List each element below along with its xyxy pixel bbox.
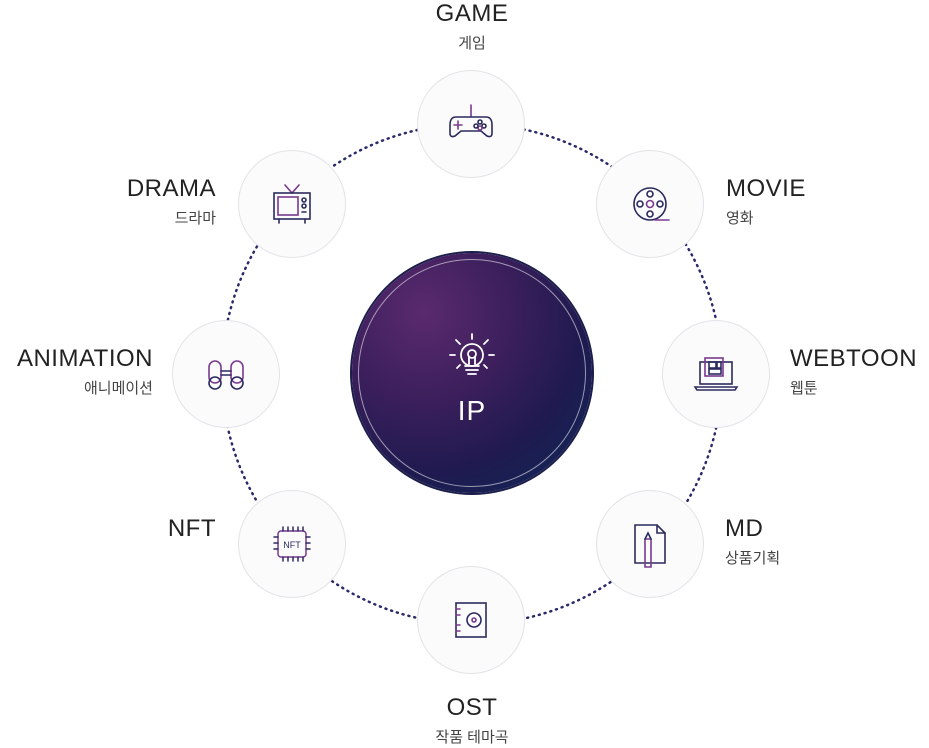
document-pencil-icon [634, 524, 666, 568]
label-webtoon-ko: 웹툰 [790, 380, 818, 397]
label-webtoon: WEBTOON 웹툰 [790, 345, 917, 398]
node-animation[interactable] [172, 320, 280, 428]
lightbulb-icon [449, 333, 495, 375]
label-animation-ko: 애니메이션 [83, 380, 153, 397]
label-animation-en: ANIMATION [16, 345, 153, 372]
label-drama-ko: 드라마 [174, 210, 216, 227]
nft-chip-icon: NFT [273, 526, 311, 562]
node-ost[interactable] [417, 566, 525, 674]
label-game: GAME 게임 [436, 0, 509, 53]
label-game-ko: 게임 [458, 35, 486, 52]
node-movie[interactable] [596, 150, 704, 258]
laptop-comic-icon [693, 357, 739, 391]
label-animation: ANIMATION 애니메이션 [0, 345, 153, 398]
label-md: MD 상품기획 [725, 515, 780, 568]
svg-text:NFT: NFT [283, 540, 301, 550]
label-movie: MOVIE 영화 [726, 175, 806, 228]
core-inner-ring [358, 259, 586, 487]
label-movie-en: MOVIE [726, 175, 806, 202]
label-md-en: MD [725, 515, 764, 542]
label-ost: OST 작품 테마곡 [435, 694, 508, 747]
node-game[interactable] [417, 70, 525, 178]
speaker-icon [455, 602, 487, 638]
label-nft-en: NFT [167, 515, 216, 542]
label-drama: DRAMA 드라마 [100, 175, 216, 228]
node-md[interactable] [596, 490, 704, 598]
label-md-ko: 상품기획 [725, 550, 781, 567]
tv-icon [273, 184, 311, 224]
label-webtoon-en: WEBTOON [790, 345, 918, 372]
label-game-en: GAME [435, 0, 509, 27]
node-webtoon[interactable] [662, 320, 770, 428]
label-nft: NFT [120, 515, 216, 543]
gamepad-icon [449, 104, 493, 138]
label-ost-ko: 작품 테마곡 [435, 729, 509, 746]
film-frames-icon [208, 360, 244, 390]
core-label: IP [457, 395, 487, 426]
node-drama[interactable] [238, 150, 346, 258]
film-reel-icon [633, 187, 670, 221]
label-ost-en: OST [446, 694, 498, 721]
label-drama-en: DRAMA [126, 175, 216, 202]
node-nft[interactable]: NFT [238, 490, 346, 598]
label-movie-ko: 영화 [726, 210, 754, 227]
